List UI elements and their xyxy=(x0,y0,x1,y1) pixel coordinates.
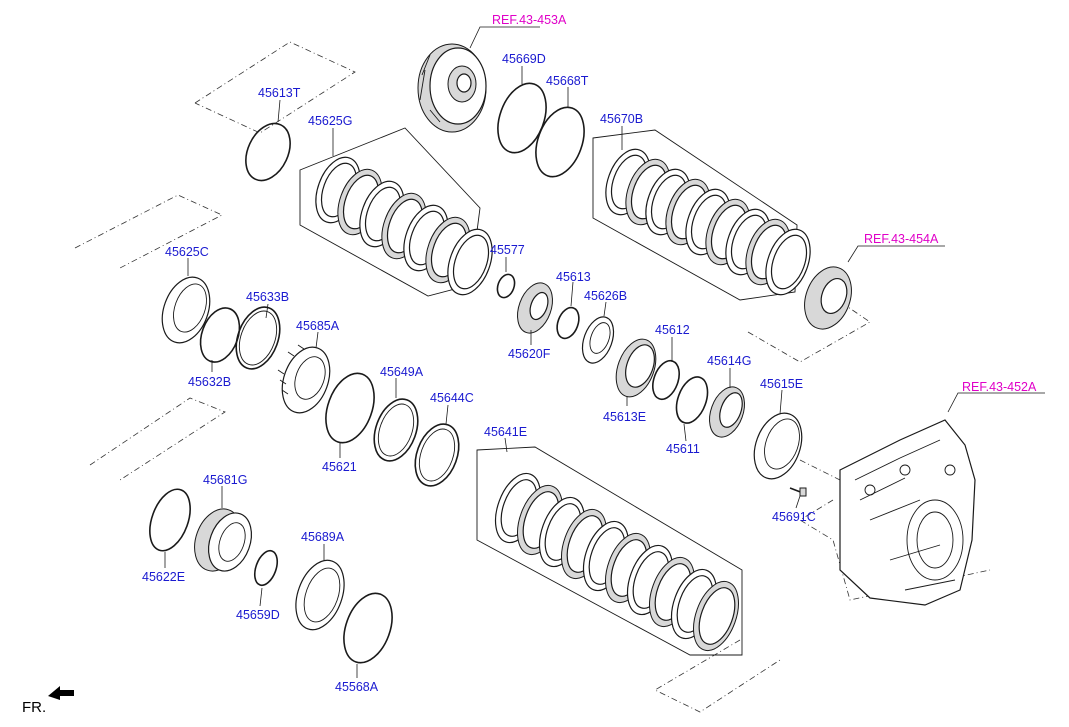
snap-ring-45621 xyxy=(325,372,375,444)
label-45621: 45621 xyxy=(322,460,357,474)
plate-45649A xyxy=(373,398,419,462)
front-indicator: FR. xyxy=(22,686,74,716)
bearing-45626B xyxy=(581,316,615,364)
label-45620F: 45620F xyxy=(508,347,551,361)
fr-label: FR. xyxy=(22,699,46,716)
ring-45612 xyxy=(652,359,680,401)
hub-45620F xyxy=(517,282,553,334)
clutch-pack-45625G-plate-bore xyxy=(452,234,490,290)
label-45622E: 45622E xyxy=(142,570,185,584)
label-45689A: 45689A xyxy=(301,530,345,544)
front-direction-arrow-icon xyxy=(48,686,74,700)
piston-45613E xyxy=(615,338,657,398)
label-45615E: 45615E xyxy=(760,377,803,391)
spring-retainer-45685A xyxy=(277,344,331,414)
label-45625C: 45625C xyxy=(165,245,209,259)
label-45659D: 45659D xyxy=(236,608,280,622)
gear-part xyxy=(804,266,852,330)
label-45685A: 45685A xyxy=(296,319,340,333)
snap-ring-45659D xyxy=(253,549,279,587)
clutch-drum-45625C xyxy=(161,276,211,344)
label-45644C: 45644C xyxy=(430,391,474,405)
label-45611: 45611 xyxy=(666,442,700,456)
ref-label-452A: REF.43-452A xyxy=(962,380,1037,394)
snap-ring-45613T xyxy=(245,122,291,182)
snap-ring-45568A xyxy=(343,592,393,664)
clutch-pack-45641E-plate-bore xyxy=(698,587,736,645)
piston-45614G xyxy=(709,386,745,438)
ring-45611 xyxy=(675,376,709,424)
label-45613E: 45613E xyxy=(603,410,646,424)
label-45577: 45577 xyxy=(490,243,525,257)
ring-45668T xyxy=(535,106,585,178)
label-45681G: 45681G xyxy=(203,473,247,487)
ring-45613 xyxy=(556,306,580,340)
snap-ring-45622E xyxy=(149,488,191,552)
clutch-pack-45670B-plate-bore xyxy=(770,234,808,290)
oil-pump-part xyxy=(417,43,487,133)
reference-labels: REF.43-453A REF.43-454A REF.43-452A xyxy=(492,13,1037,394)
label-45632B: 45632B xyxy=(188,375,231,389)
leader-lines xyxy=(164,26,1045,678)
part-labels: 45613T 45625G 45669D 45668T 45670B 45625… xyxy=(142,52,816,694)
label-45613T: 45613T xyxy=(258,86,301,100)
label-45612: 45612 xyxy=(655,323,690,337)
dashed-group-lines xyxy=(74,41,991,713)
label-45626B: 45626B xyxy=(584,289,627,303)
plate-45644C xyxy=(414,423,460,487)
ref-label-454A: REF.43-454A xyxy=(864,232,939,246)
clutch-pack-45641E xyxy=(476,446,743,656)
clutch-drum-45681G xyxy=(194,508,253,572)
ring-45577 xyxy=(496,273,516,299)
hub-45689A xyxy=(295,559,345,631)
label-45641E: 45641E xyxy=(484,425,527,439)
label-45670B: 45670B xyxy=(600,112,643,126)
retainer-45615E xyxy=(753,412,803,480)
transmission-case xyxy=(839,419,976,606)
label-45633B: 45633B xyxy=(246,290,289,304)
label-45669D: 45669D xyxy=(502,52,546,66)
clutch-pack-45670B xyxy=(592,129,811,301)
label-45649A: 45649A xyxy=(380,365,424,379)
label-45691C: 45691C xyxy=(772,510,816,524)
ring-45633B xyxy=(235,306,281,370)
label-45613: 45613 xyxy=(556,270,591,284)
label-45625G: 45625G xyxy=(308,114,352,128)
label-45568A: 45568A xyxy=(335,680,379,694)
ref-label-453A: REF.43-453A xyxy=(492,13,567,27)
label-45668T: 45668T xyxy=(546,74,589,88)
label-45614G: 45614G xyxy=(707,354,751,368)
ring-45669D xyxy=(497,82,547,154)
bolt-45691C xyxy=(789,487,807,497)
clutch-pack-45625G xyxy=(299,127,493,297)
